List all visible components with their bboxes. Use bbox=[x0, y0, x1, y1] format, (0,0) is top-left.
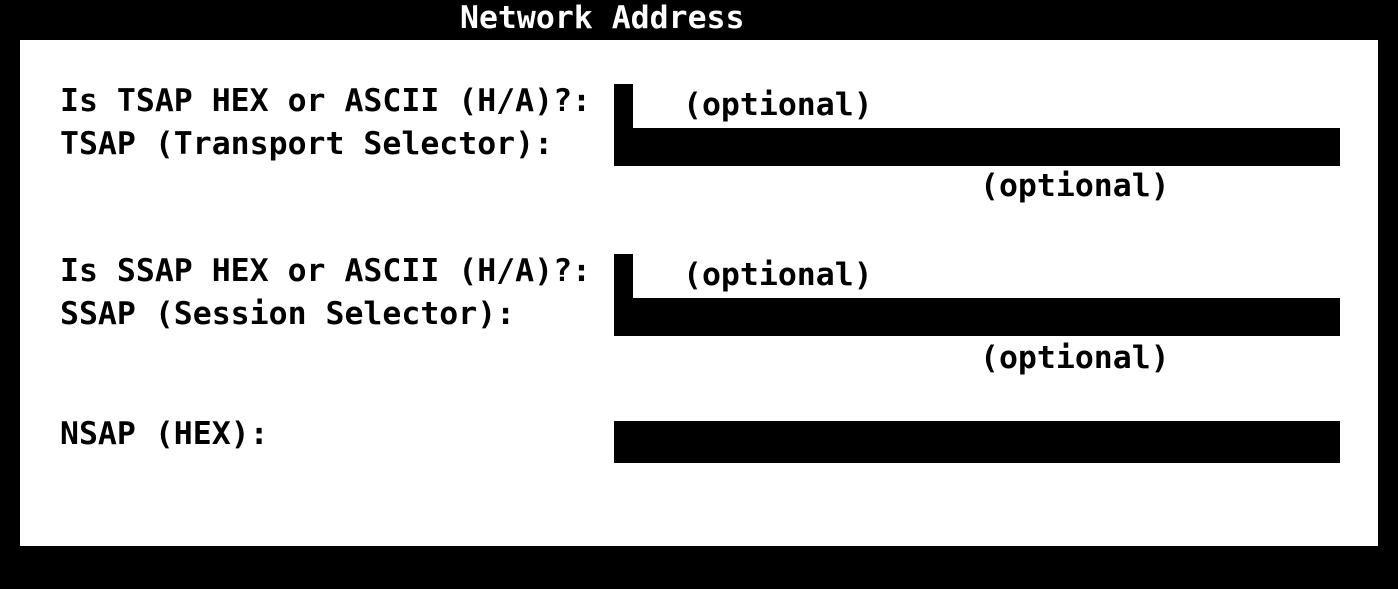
ssap-selector-input[interactable] bbox=[614, 298, 1340, 336]
ssap-type-optional-hint: (optional) bbox=[683, 257, 873, 293]
tsap-selector-optional-hint: (optional) bbox=[980, 168, 1170, 204]
tsap-selector-label: TSAP (Transport Selector): bbox=[60, 126, 554, 162]
tsap-type-label: Is TSAP HEX or ASCII (H/A)?: bbox=[60, 83, 592, 119]
tsap-type-optional-hint: (optional) bbox=[683, 87, 873, 123]
ssap-type-input[interactable] bbox=[614, 254, 633, 298]
ssap-selector-label: SSAP (Session Selector): bbox=[60, 296, 516, 332]
ssap-selector-optional-hint: (optional) bbox=[980, 340, 1170, 376]
network-address-dialog: Is TSAP HEX or ASCII (H/A)?: (optional) … bbox=[20, 40, 1378, 546]
dialog-title: Network Address bbox=[460, 0, 745, 36]
ssap-type-label: Is SSAP HEX or ASCII (H/A)?: bbox=[60, 253, 592, 289]
tsap-type-input[interactable] bbox=[614, 84, 633, 128]
nsap-label: NSAP (HEX): bbox=[60, 416, 269, 452]
tsap-selector-input[interactable] bbox=[614, 128, 1340, 166]
nsap-input[interactable] bbox=[614, 421, 1340, 463]
